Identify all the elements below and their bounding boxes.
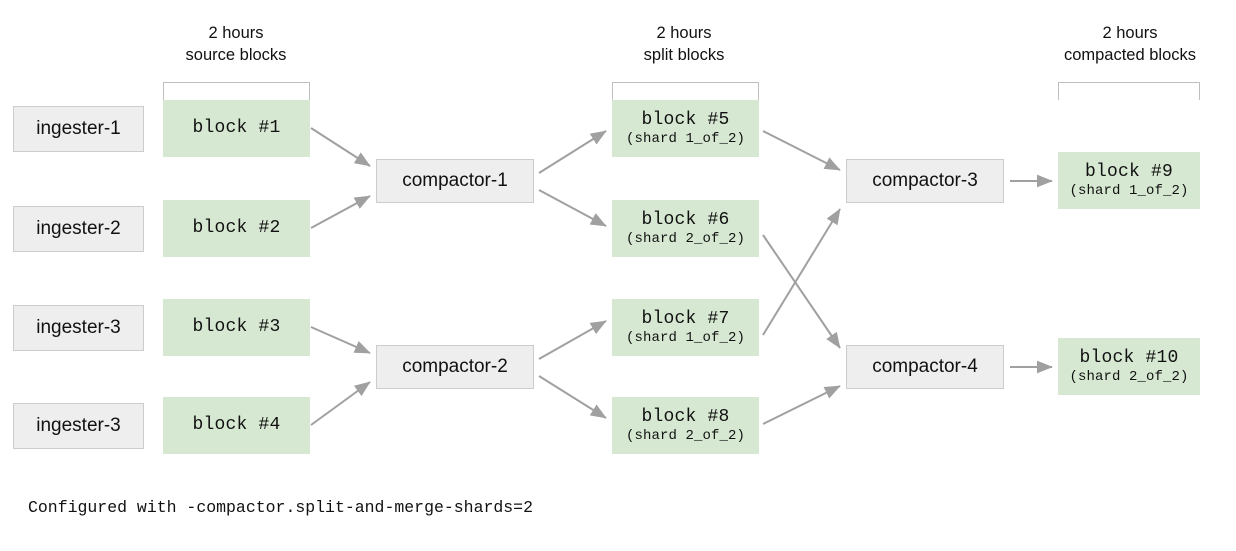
compactor-node-1[interactable]: compactor-1 <box>376 159 534 203</box>
block-title: block #2 <box>192 218 281 239</box>
block-title: block #10 <box>1079 347 1179 368</box>
arrow-compactor2-to-block7 <box>538 320 607 360</box>
compacted-block-10[interactable]: block #10 (shard 2_of_2) <box>1058 338 1200 395</box>
block-title: block #9 <box>1084 161 1173 182</box>
arrow-compactor1-to-block5 <box>538 130 607 174</box>
ingester-label: ingester-1 <box>36 118 121 140</box>
group-header-line1: 2 hours <box>1102 24 1158 42</box>
source-block-2[interactable]: block #2 <box>163 200 310 257</box>
arrow-compactor1-to-block6 <box>538 189 607 227</box>
block-shard-label: (shard 1_of_2) <box>1069 183 1189 200</box>
ingester-label: ingester-2 <box>36 218 121 240</box>
group-header-compacted-blocks: 2 hours compacted blocks <box>1044 22 1216 67</box>
block-title: block #5 <box>641 109 730 130</box>
block-shard-label: (shard 1_of_2) <box>625 131 746 148</box>
group-header-line2: split blocks <box>643 46 725 65</box>
block-title: block #1 <box>192 118 281 139</box>
arrow-block4-to-compactor2 <box>310 381 371 426</box>
block-title: block #8 <box>641 406 730 427</box>
block-shard-label: (shard 2_of_2) <box>625 428 746 445</box>
arrow-block3-to-compactor2 <box>310 326 371 354</box>
block-shard-label: (shard 2_of_2) <box>1069 369 1189 386</box>
span-bracket-compacted-blocks <box>1058 82 1200 100</box>
group-header-line1: 2 hours <box>656 24 712 42</box>
arrow-block7-to-compactor3 <box>762 208 841 336</box>
compactor-node-4[interactable]: compactor-4 <box>846 345 1004 389</box>
block-title: block #3 <box>192 317 281 338</box>
compactor-label: compactor-1 <box>402 170 508 192</box>
arrow-block8-to-compactor4 <box>762 385 841 425</box>
arrow-block5-to-compactor3 <box>762 130 841 171</box>
block-title: block #6 <box>641 209 730 230</box>
ingester-node-3[interactable]: ingester-3 <box>13 305 144 351</box>
span-bracket-source-blocks <box>163 82 310 100</box>
compactor-label: compactor-2 <box>402 356 508 378</box>
group-header-line2: source blocks <box>185 46 287 65</box>
source-block-4[interactable]: block #4 <box>163 397 310 454</box>
split-block-8[interactable]: block #8 (shard 2_of_2) <box>612 397 759 454</box>
arrow-compactor2-to-block8 <box>538 375 607 419</box>
ingester-label: ingester-3 <box>36 415 121 437</box>
arrow-block2-to-compactor1 <box>310 195 371 229</box>
arrow-block6-to-compactor4 <box>762 234 841 349</box>
block-shard-label: (shard 2_of_2) <box>625 231 746 248</box>
group-header-source-blocks: 2 hours source blocks <box>156 22 316 67</box>
compactor-node-2[interactable]: compactor-2 <box>376 345 534 389</box>
compacted-block-9[interactable]: block #9 (shard 1_of_2) <box>1058 152 1200 209</box>
group-header-split-blocks: 2 hours split blocks <box>604 22 764 67</box>
split-block-6[interactable]: block #6 (shard 2_of_2) <box>612 200 759 257</box>
ingester-node-4[interactable]: ingester-3 <box>13 403 144 449</box>
block-title: block #7 <box>641 308 730 329</box>
span-bracket-split-blocks <box>612 82 759 100</box>
block-title: block #4 <box>192 415 281 436</box>
ingester-label: ingester-3 <box>36 317 121 339</box>
block-shard-label: (shard 1_of_2) <box>625 330 746 347</box>
ingester-node-2[interactable]: ingester-2 <box>13 206 144 252</box>
compactor-node-3[interactable]: compactor-3 <box>846 159 1004 203</box>
group-header-line2: compacted blocks <box>1063 46 1197 65</box>
source-block-1[interactable]: block #1 <box>163 100 310 157</box>
group-header-line1: 2 hours <box>208 24 264 42</box>
split-block-7[interactable]: block #7 (shard 1_of_2) <box>612 299 759 356</box>
split-block-5[interactable]: block #5 (shard 1_of_2) <box>612 100 759 157</box>
compactor-label: compactor-3 <box>872 170 978 192</box>
configuration-caption: Configured with -compactor.split-and-mer… <box>28 498 533 517</box>
arrow-block1-to-compactor1 <box>310 127 371 167</box>
source-block-3[interactable]: block #3 <box>163 299 310 356</box>
ingester-node-1[interactable]: ingester-1 <box>13 106 144 152</box>
compactor-label: compactor-4 <box>872 356 978 378</box>
